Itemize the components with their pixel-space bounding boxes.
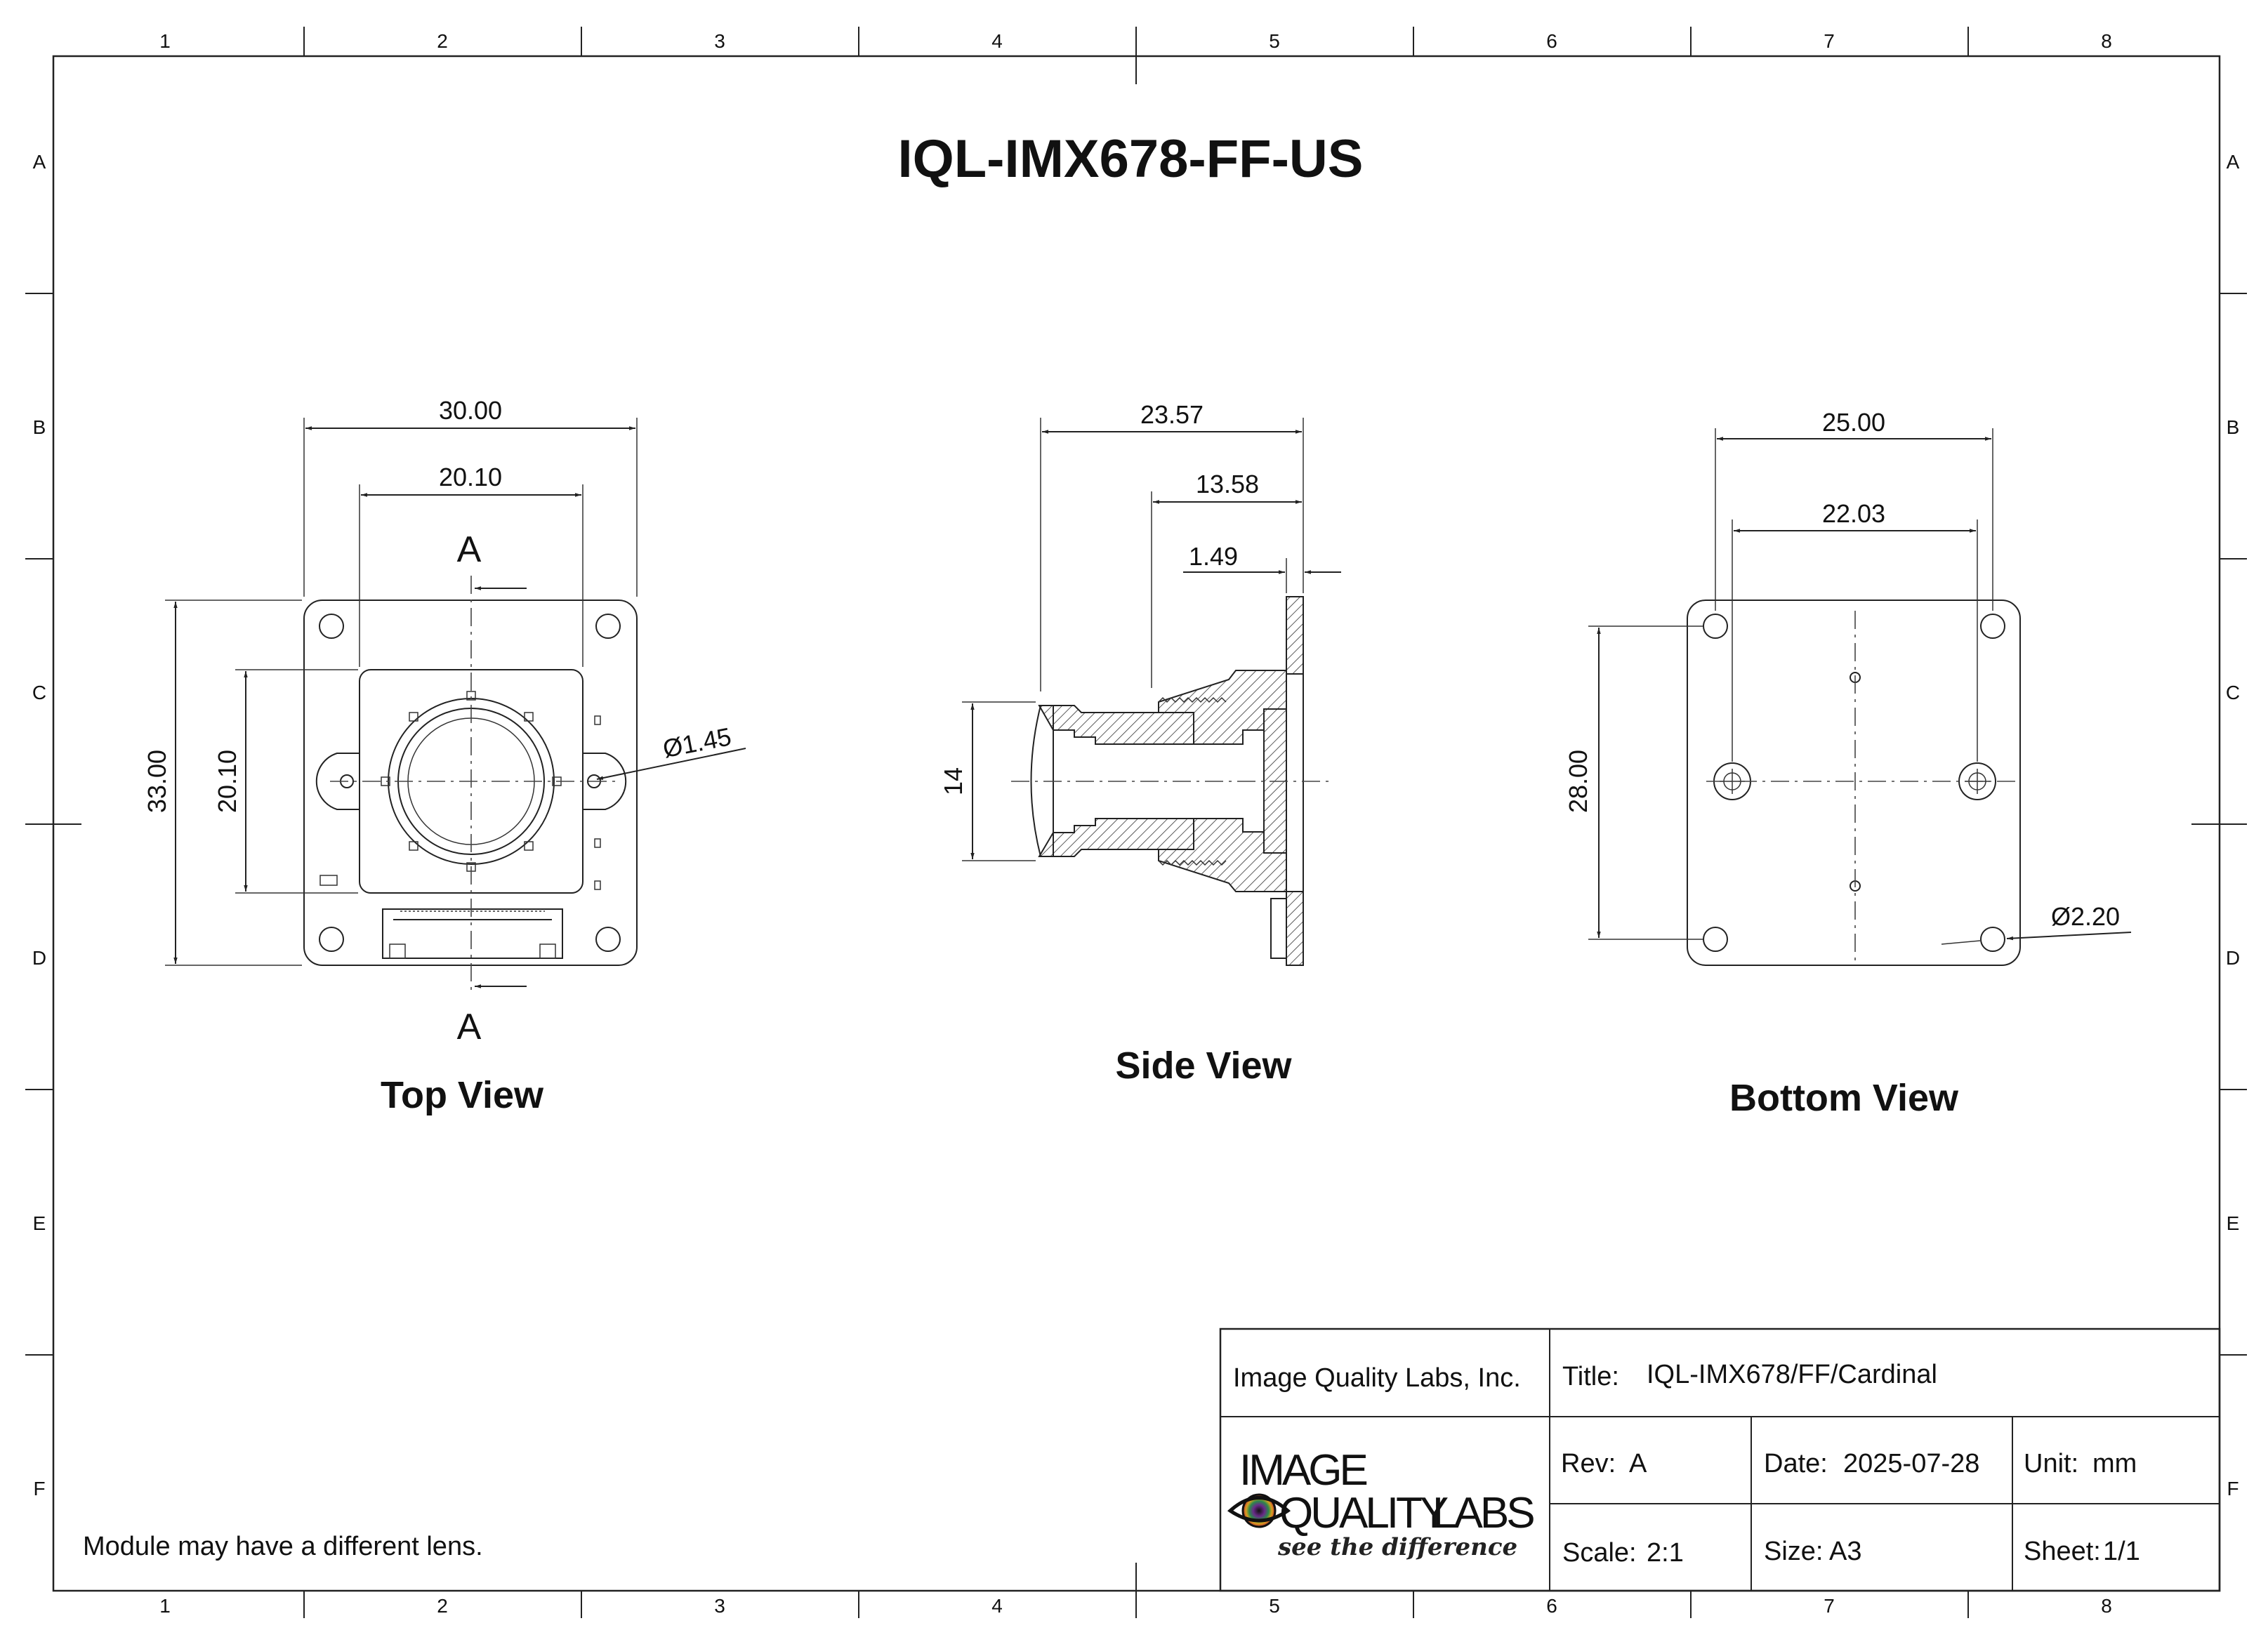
logo-text-quality: QUALITY bbox=[1279, 1489, 1448, 1537]
col-label-4: 4 bbox=[991, 30, 1003, 52]
logo-text-labs: LABS bbox=[1432, 1489, 1534, 1537]
row-label-b: B bbox=[2227, 416, 2240, 438]
scale-label: Scale: bbox=[1562, 1538, 1637, 1568]
bottom-view-label: Bottom View bbox=[1729, 1077, 1959, 1119]
col-label-2: 2 bbox=[437, 30, 448, 52]
row-labels-right: A B C D E F bbox=[2226, 151, 2240, 1499]
lens-note: Module may have a different lens. bbox=[83, 1532, 483, 1561]
sheet-border bbox=[25, 27, 2247, 1618]
row-label-c: C bbox=[32, 682, 46, 703]
title-label: Title: bbox=[1562, 1362, 1619, 1391]
scale-value: 2:1 bbox=[1647, 1538, 1684, 1568]
col-label-5: 5 bbox=[1269, 1595, 1280, 1617]
dim-top-width-inner: 20.10 bbox=[439, 463, 502, 491]
row-label-d: D bbox=[2226, 947, 2240, 969]
date-label: Date: bbox=[1764, 1449, 1828, 1478]
title-value: IQL-IMX678/FF/Cardinal bbox=[1647, 1360, 1937, 1389]
col-label-6: 6 bbox=[1546, 1595, 1557, 1617]
row-label-c: C bbox=[2226, 682, 2240, 703]
row-labels-left: A B C D E F bbox=[32, 151, 46, 1499]
section-label-bottom: A bbox=[457, 1007, 482, 1047]
dim-top-height-outer: 33.00 bbox=[143, 750, 171, 813]
dim-side-plate: 1.49 bbox=[1189, 542, 1238, 571]
column-labels-top: 1 2 3 4 5 6 7 8 bbox=[159, 30, 2112, 52]
dim-bottom-width-outer: 25.00 bbox=[1822, 408, 1885, 437]
dim-side-length-mid: 13.58 bbox=[1196, 470, 1259, 498]
rev-value: A bbox=[1629, 1449, 1647, 1478]
unit-label: Unit: bbox=[2024, 1449, 2078, 1478]
row-label-f: F bbox=[2227, 1478, 2239, 1499]
dim-top-height-inner: 20.10 bbox=[213, 750, 242, 813]
section-label-top: A bbox=[457, 529, 482, 570]
col-label-2: 2 bbox=[437, 1595, 448, 1617]
col-label-7: 7 bbox=[1824, 30, 1835, 52]
col-label-4: 4 bbox=[991, 1595, 1003, 1617]
row-label-b: B bbox=[33, 416, 46, 438]
company-name: Image Quality Labs, Inc. bbox=[1233, 1363, 1521, 1393]
col-label-8: 8 bbox=[2101, 1595, 2112, 1617]
col-label-5: 5 bbox=[1269, 30, 1280, 52]
side-view-label: Side View bbox=[1115, 1045, 1292, 1087]
logo-text-image: IMAGE bbox=[1239, 1446, 1366, 1495]
company-logo: IMAGE QUALITY LABS see the difference bbox=[1227, 1446, 1536, 1561]
row-label-e: E bbox=[33, 1212, 46, 1234]
title-block: Image Quality Labs, Inc. Title: IQL-IMX6… bbox=[1219, 1327, 2221, 1592]
size-value: A3 bbox=[1829, 1537, 1861, 1566]
col-label-3: 3 bbox=[714, 30, 725, 52]
drawing-title: IQL-IMX678-FF-US bbox=[898, 129, 1364, 189]
side-view: 23.57 13.58 1.49 14 Side View bbox=[939, 400, 1341, 1087]
dim-side-length-total: 23.57 bbox=[1140, 400, 1204, 429]
unit-value: mm bbox=[2092, 1449, 2137, 1478]
date-value: 2025-07-28 bbox=[1843, 1449, 1979, 1478]
col-label-7: 7 bbox=[1824, 1595, 1835, 1617]
dim-bottom-height: 28.00 bbox=[1564, 750, 1593, 813]
sheet-value: 1/1 bbox=[2103, 1537, 2140, 1566]
top-view-label: Top View bbox=[381, 1074, 544, 1116]
dim-bottom-width-inner: 22.03 bbox=[1822, 499, 1885, 528]
top-view: A A 30.00 20.10 33.00 20.10 Ø1.45 Top Vi… bbox=[143, 396, 746, 1116]
col-label-8: 8 bbox=[2101, 30, 2112, 52]
row-label-a: A bbox=[33, 151, 46, 173]
row-label-e: E bbox=[2227, 1212, 2240, 1234]
dim-top-hole-dia: Ø1.45 bbox=[661, 722, 734, 763]
col-label-1: 1 bbox=[159, 1595, 171, 1617]
col-label-3: 3 bbox=[714, 1595, 725, 1617]
dim-top-width-outer: 30.00 bbox=[439, 396, 502, 425]
row-label-d: D bbox=[32, 947, 46, 969]
rev-label: Rev: bbox=[1561, 1449, 1616, 1478]
dim-side-lens-dia: 14 bbox=[939, 767, 968, 795]
row-label-f: F bbox=[33, 1478, 45, 1499]
col-label-6: 6 bbox=[1546, 30, 1557, 52]
row-label-a: A bbox=[2227, 151, 2240, 173]
col-label-1: 1 bbox=[159, 30, 171, 52]
size-label: Size: bbox=[1764, 1537, 1823, 1566]
dim-bottom-hole-dia: Ø2.20 bbox=[2051, 902, 2120, 931]
sheet-label: Sheet: bbox=[2024, 1537, 2101, 1566]
bottom-view: 25.00 22.03 28.00 Ø2.20 Bottom View bbox=[1564, 408, 2132, 1119]
logo-tagline: see the difference bbox=[1277, 1533, 1517, 1561]
column-labels-bottom: 1 2 3 4 5 6 7 8 bbox=[159, 1595, 2112, 1617]
